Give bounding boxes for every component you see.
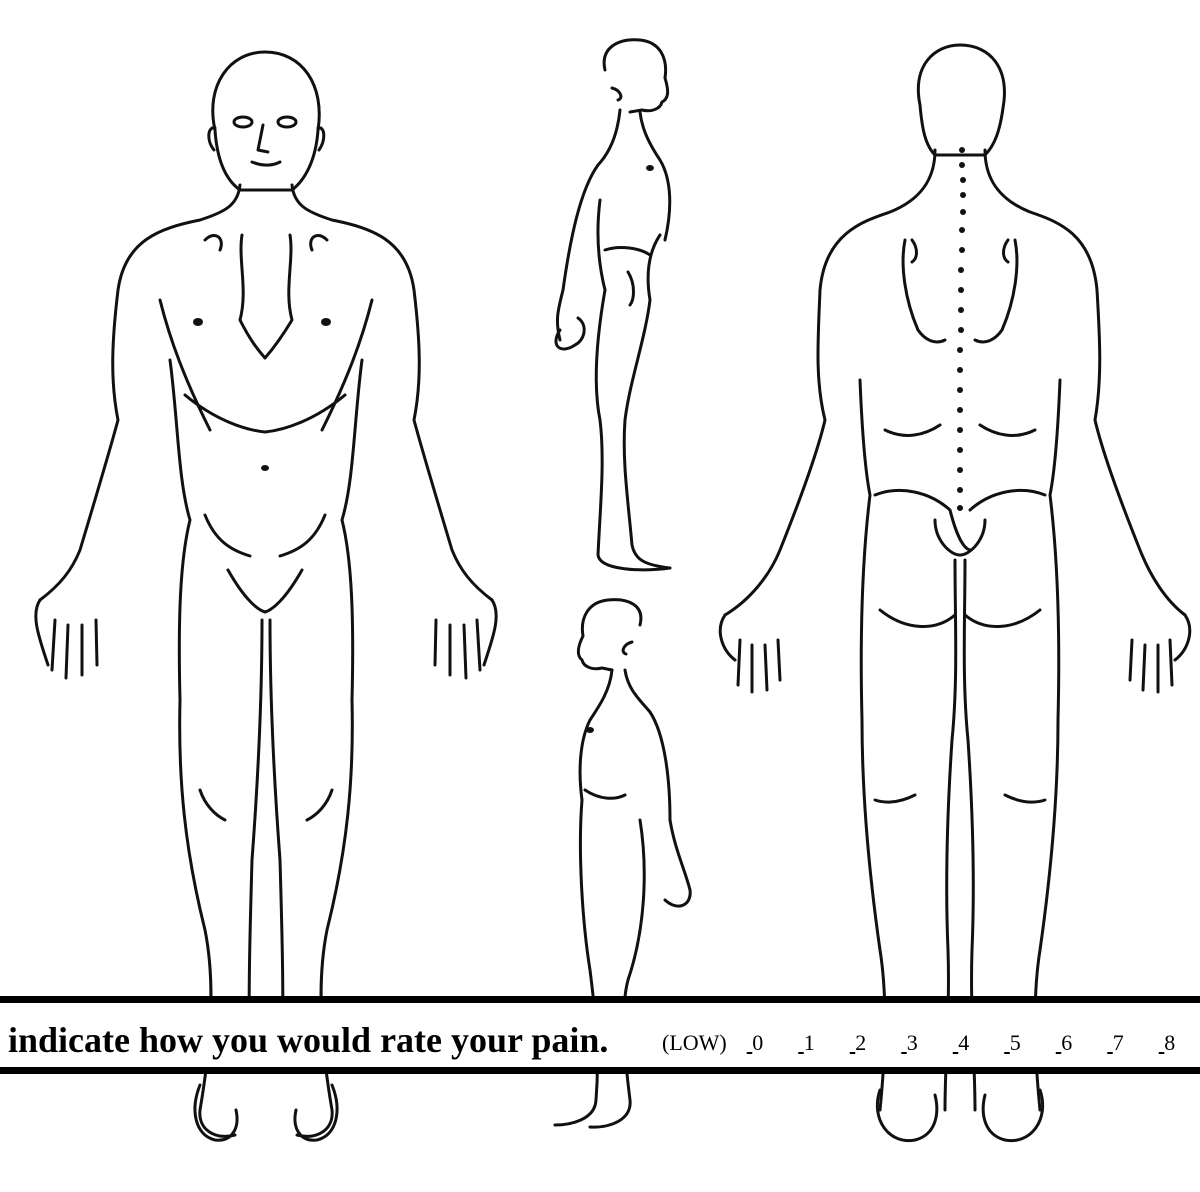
pain-scale: (LOW) 0 1 2 3 4 5 6 7 8 9 <box>662 1030 1200 1056</box>
front-view-figure <box>36 52 496 1140</box>
pain-scale-option-3[interactable]: 3 <box>907 1030 953 1056</box>
side-view-right-figure <box>556 40 670 570</box>
pain-scale-low-label: (LOW) <box>662 1030 727 1056</box>
pain-scale-option-1[interactable]: 1 <box>804 1030 850 1056</box>
pain-rating-band: indicate how you would rate your pain. (… <box>0 996 1200 1074</box>
spine-dots <box>957 147 966 511</box>
pain-scale-option-8[interactable]: 8 <box>1164 1030 1200 1056</box>
pain-rating-instruction: indicate how you would rate your pain. <box>8 1019 608 1061</box>
pain-scale-option-5[interactable]: 5 <box>1010 1030 1056 1056</box>
pain-scale-option-7[interactable]: 7 <box>1113 1030 1159 1056</box>
pain-scale-option-2[interactable]: 2 <box>855 1030 901 1056</box>
pain-scale-option-0[interactable]: 0 <box>752 1030 798 1056</box>
back-view-figure <box>720 45 1189 1141</box>
pain-scale-option-4[interactable]: 4 <box>958 1030 1004 1056</box>
pain-scale-option-6[interactable]: 6 <box>1061 1030 1107 1056</box>
